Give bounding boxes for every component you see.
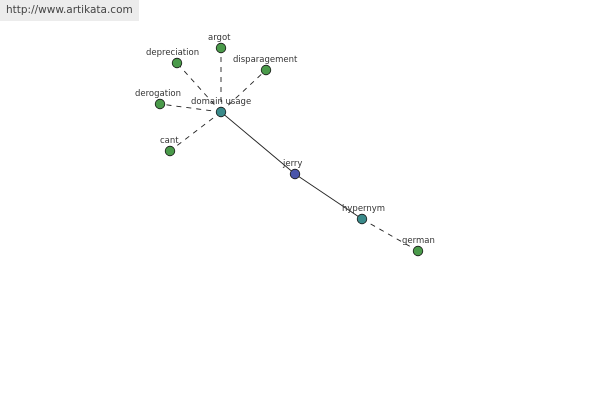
node-cant[interactable]: cant	[160, 136, 179, 157]
node-jerry[interactable]: jerry	[282, 159, 302, 180]
edge-domain_usage-jerry	[220, 111, 296, 175]
node-hypernym[interactable]: hypernym	[342, 204, 385, 225]
node-label-hypernym: hypernym	[342, 204, 385, 214]
node-argot[interactable]: argot	[208, 33, 231, 54]
site-watermark: http://www.artikata.com	[0, 0, 139, 21]
node-dot-jerry[interactable]	[289, 168, 301, 180]
node-dot-cant[interactable]	[164, 145, 176, 157]
edge-domain_usage-cant	[169, 111, 222, 152]
node-label-jerry: jerry	[282, 159, 302, 169]
node-dot-german[interactable]	[412, 245, 424, 257]
node-label-cant: cant	[160, 136, 179, 146]
node-dot-domain_usage[interactable]	[215, 106, 227, 118]
edge-domain_usage-derogation	[159, 103, 222, 113]
nodes-layer: argot depreciation disparagement derogation…	[135, 33, 435, 257]
node-dot-derogation[interactable]	[154, 98, 166, 110]
edge-domain_usage-disparagement	[220, 69, 267, 113]
node-label-derogation: derogation	[135, 89, 181, 99]
node-depreciation[interactable]: depreciation	[146, 48, 199, 69]
node-label-german: german	[402, 236, 435, 246]
node-disparagement[interactable]: disparagement	[233, 55, 298, 76]
edge-hypernym-german	[361, 218, 419, 252]
node-dot-hypernym[interactable]	[356, 213, 368, 225]
node-dot-depreciation[interactable]	[171, 57, 183, 69]
node-dot-disparagement[interactable]	[260, 64, 272, 76]
node-domain_usage[interactable]: domain usage	[191, 97, 251, 118]
node-derogation[interactable]: derogation	[135, 89, 181, 110]
edge-jerry-hypernym	[294, 173, 363, 220]
node-label-disparagement: disparagement	[233, 55, 298, 65]
node-label-depreciation: depreciation	[146, 48, 199, 58]
node-label-domain_usage: domain usage	[191, 97, 251, 107]
node-german[interactable]: german	[402, 236, 435, 257]
node-dot-argot[interactable]	[215, 42, 227, 54]
edge-domain_usage-depreciation	[176, 62, 222, 113]
node-label-argot: argot	[208, 33, 231, 43]
edges-layer	[159, 48, 419, 252]
